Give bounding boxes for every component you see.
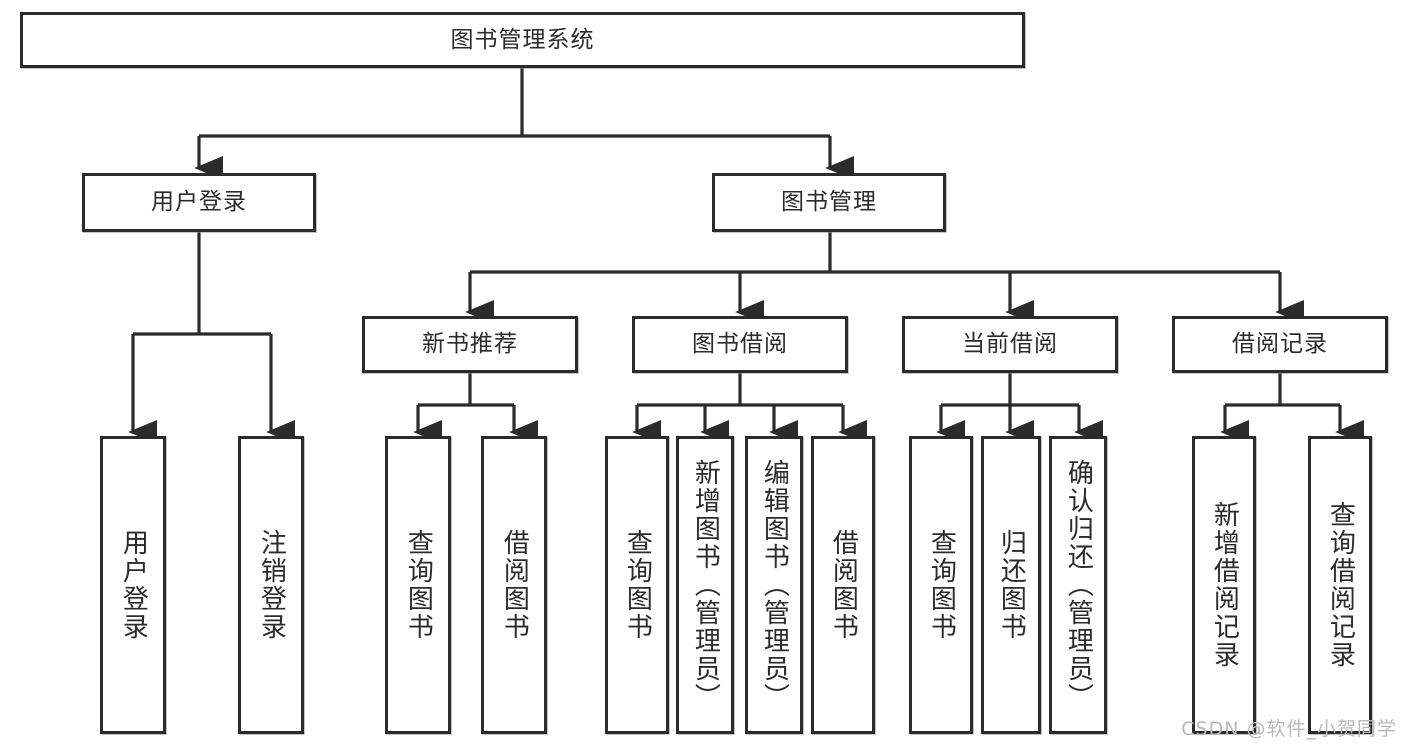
node-label: 查询借阅记录 [1325,501,1356,669]
leaf-query-book-borrow[interactable]: 查询图书 [605,436,669,734]
node-label: 借阅记录 [1232,331,1328,358]
node-user-login[interactable]: 用户登录 [82,173,316,232]
node-label: 新增图书（管理员） [690,459,721,711]
node-current-borrowing[interactable]: 当前借阅 [902,316,1118,373]
node-label: 查询图书 [622,529,653,641]
node-root-book-management-system[interactable]: 图书管理系统 [20,12,1025,68]
node-label: 借阅图书 [499,529,530,641]
node-label: 图书管理 [781,189,877,216]
leaf-borrow-book-new[interactable]: 借阅图书 [481,436,547,734]
node-label: 当前借阅 [962,331,1058,358]
node-label: 用户登录 [151,189,247,216]
node-book-management[interactable]: 图书管理 [712,173,946,232]
leaf-user-login[interactable]: 用户登录 [100,436,166,734]
node-label: 查询图书 [926,529,957,641]
leaf-confirm-return-admin[interactable]: 确认归还（管理员） [1049,436,1107,734]
node-label: 确认归还（管理员） [1063,459,1094,711]
leaf-logout[interactable]: 注销登录 [238,436,304,734]
leaf-query-book-current[interactable]: 查询图书 [909,436,973,734]
leaf-return-book[interactable]: 归还图书 [981,436,1041,734]
leaf-query-borrow-record[interactable]: 查询借阅记录 [1308,436,1372,734]
leaf-borrow-book[interactable]: 借阅图书 [811,436,875,734]
node-book-borrowing[interactable]: 图书借阅 [632,316,848,373]
node-label: 新书推荐 [422,331,518,358]
node-new-book-recommendation[interactable]: 新书推荐 [362,316,578,373]
node-label: 注销登录 [256,529,287,641]
leaf-edit-book-admin[interactable]: 编辑图书（管理员） [745,436,803,734]
node-label: 借阅图书 [828,529,859,641]
node-label: 归还图书 [996,529,1027,641]
node-label: 新增借阅记录 [1209,501,1240,669]
leaf-add-book-admin[interactable]: 新增图书（管理员） [676,436,734,734]
node-label: 图书借阅 [692,331,788,358]
leaf-add-borrow-record[interactable]: 新增借阅记录 [1192,436,1256,734]
node-label: 图书管理系统 [450,26,595,53]
node-label: 用户登录 [118,529,149,641]
node-borrowing-record[interactable]: 借阅记录 [1172,316,1388,373]
node-label: 查询图书 [403,529,434,641]
node-label: 编辑图书（管理员） [759,459,790,711]
leaf-query-book-new[interactable]: 查询图书 [385,436,451,734]
